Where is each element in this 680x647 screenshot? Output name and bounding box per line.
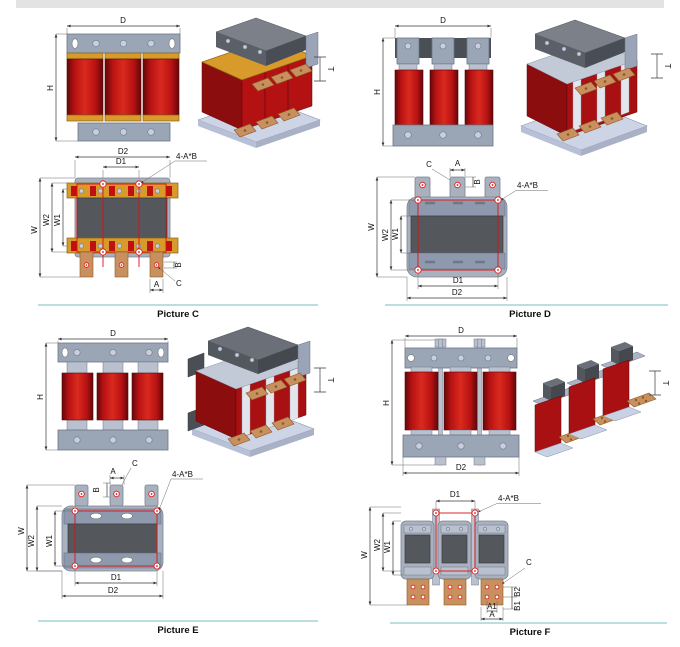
iso-unit — [600, 342, 657, 422]
dim-label-c: C — [526, 558, 532, 567]
dim-label-w1: W1 — [391, 227, 400, 240]
dim-label-a: A — [110, 467, 116, 476]
dim-label-d1: D1 — [450, 490, 461, 499]
holes-callout: 4-A*B — [172, 470, 193, 479]
picture-e-panel: D H — [17, 326, 335, 636]
plan-view: D1 4-A*B — [360, 490, 541, 621]
dim-label-w2: W2 — [27, 534, 36, 547]
dim-label-h: H — [382, 400, 391, 406]
dim-label-d2: D2 — [108, 586, 119, 595]
front-view: D H — [46, 16, 181, 142]
plan-unit — [474, 520, 509, 580]
caption: Picture F — [510, 627, 551, 638]
dim-label-d: D — [440, 16, 446, 25]
caption: Picture D — [509, 309, 551, 320]
isometric-view — [520, 19, 648, 156]
dim-label-b1: B1 — [513, 601, 522, 611]
dim-label-w: W — [30, 226, 39, 234]
dim-label-w: W — [17, 527, 26, 535]
picture-f-panel: D H D2 — [360, 326, 670, 638]
dim-label-c: C — [426, 160, 432, 169]
iso-unit — [566, 360, 623, 440]
dim-label-w2: W2 — [42, 213, 51, 226]
plan-view: D2 D1 W W2 W1 4-A*B B — [30, 147, 207, 293]
dim-label-d1: D1 — [453, 276, 464, 285]
dim-label-b: B — [92, 487, 101, 492]
dim-label-w: W — [367, 223, 376, 231]
dim-label-w1: W1 — [45, 534, 54, 547]
isometric-view — [197, 17, 321, 148]
dim-label-t: T — [661, 381, 670, 386]
dim-label-t: T — [326, 67, 335, 72]
dim-label-c: C — [132, 459, 138, 468]
picture-c-panel: D H — [30, 16, 335, 320]
holes-callout: 4-A*B — [176, 152, 197, 161]
dim-label-a1: A1 — [487, 602, 497, 611]
dim-label-t: T — [326, 378, 335, 383]
dim-label-b2: B2 — [513, 587, 522, 597]
caption: Picture C — [157, 309, 199, 320]
dim-label-a: A — [489, 610, 495, 619]
plan-view: C A B 4-A*B W W2 W1 — [367, 159, 548, 301]
dim-label-a: A — [455, 159, 461, 168]
copper-terminals — [233, 63, 313, 138]
dim-label-d2: D2 — [452, 288, 463, 297]
holes-callout: 4-A*B — [498, 494, 519, 503]
picture-d-panel: D H — [367, 16, 672, 320]
dim-label-w1: W1 — [53, 213, 62, 226]
dim-label-d: D — [110, 329, 116, 338]
caption: Picture E — [157, 625, 198, 636]
plan-view: C A B 4-A*B W W2 W1 — [17, 459, 203, 599]
dim-label-b: B — [174, 262, 183, 267]
copper-terminals — [227, 372, 307, 447]
dim-label-h: H — [373, 89, 382, 95]
dim-label-d1: D1 — [111, 573, 122, 582]
dim-label-d2: D2 — [118, 147, 129, 156]
top-band — [16, 0, 664, 8]
dim-label-c: C — [176, 279, 182, 288]
dim-label-a: A — [154, 280, 160, 289]
holes-callout: 4-A*B — [517, 181, 538, 190]
dim-label-h: H — [36, 394, 45, 400]
dim-label-t: T — [663, 64, 672, 69]
plan-unit — [400, 520, 435, 580]
front-view: D H D2 — [382, 326, 520, 476]
dim-label-d: D — [120, 16, 126, 25]
copper-terminals — [406, 578, 504, 606]
dim-label-d1: D1 — [116, 157, 127, 166]
dim-label-h: H — [46, 85, 55, 91]
coils — [66, 52, 180, 122]
dim-label-w2: W2 — [381, 228, 390, 241]
front-view: D H — [373, 16, 494, 147]
dim-label-b: B — [473, 179, 482, 184]
front-view: D H — [36, 329, 169, 451]
dim-label-w2: W2 — [373, 538, 382, 551]
isometric-view — [532, 342, 657, 458]
plan-unit — [437, 520, 472, 580]
dim-label-w1: W1 — [383, 540, 392, 553]
dim-label-d2: D2 — [456, 463, 467, 472]
dim-label-w: W — [360, 551, 369, 559]
dim-label-d: D — [458, 326, 464, 335]
copper-terminals — [556, 67, 636, 142]
isometric-view — [187, 326, 315, 457]
